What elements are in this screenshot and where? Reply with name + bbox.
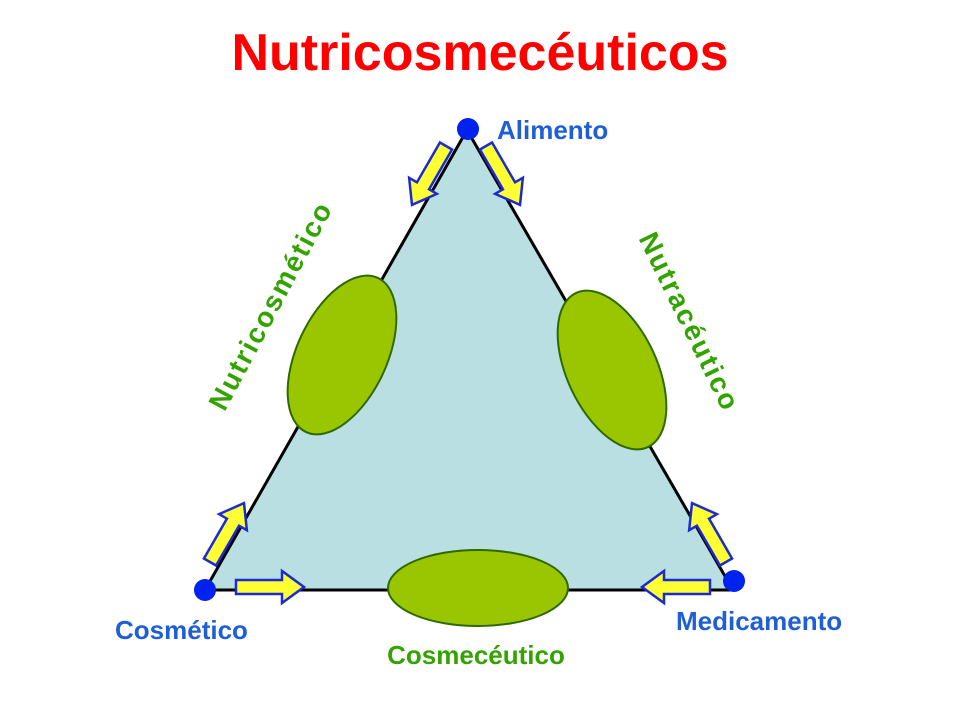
ellipse-cosmeceutico [387, 549, 569, 627]
vertex-label-cosmetico: Cosmético [115, 615, 248, 645]
ellipse-nutricosmetico [286, 274, 398, 436]
vertex-label-alimento: Alimento [497, 115, 608, 145]
vertex-label-medicamento: Medicamento [676, 606, 842, 636]
vertex-dot-cosmetico [194, 579, 216, 601]
vertex-dot-medicamento [723, 570, 745, 592]
ellipse-nutraceutico [556, 289, 668, 451]
page-title: Nutricosmecéuticos [231, 24, 728, 82]
edge-label-cosmeceutico: Cosmecéutico [387, 640, 565, 670]
vertex-dot-alimento [457, 118, 479, 140]
